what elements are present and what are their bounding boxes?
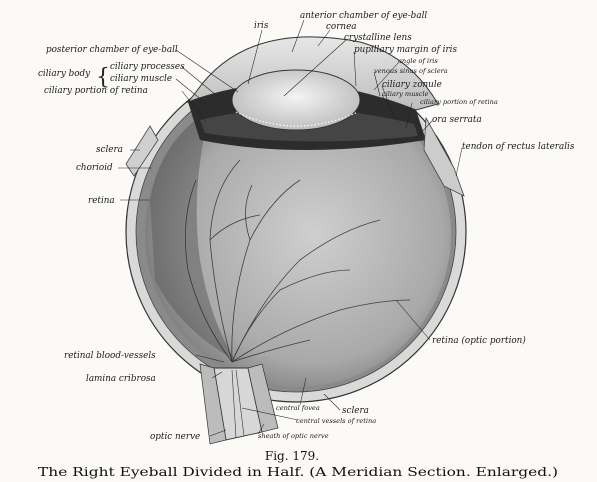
label-sclera-bottom: sclera [342, 406, 369, 416]
label-venous-sinus: venous sinus of sclera [374, 67, 448, 75]
label-ciliary-processes: ciliary processes [110, 62, 185, 72]
label-optic-nerve: optic nerve [150, 432, 200, 442]
label-ciliary-portion-retina-right: ciliary portion of retina [420, 98, 498, 106]
label-crystalline-lens: crystalline lens [344, 33, 412, 43]
label-ciliary-muscle-right: ciliary muscle [382, 90, 429, 98]
label-retina-optic: retina (optic portion) [432, 335, 526, 346]
label-cornea: cornea [326, 22, 357, 32]
label-retina-left: retina [88, 196, 115, 206]
label-ciliary-zonule: ciliary zonule [382, 80, 442, 90]
figure-number: Fig. 179. [265, 449, 319, 463]
label-tendon-rectus: tendon of rectus lateralis [462, 142, 575, 152]
label-retinal-vessels: retinal blood-vessels [64, 351, 156, 361]
label-central-fovea: central fovea [276, 404, 320, 412]
label-anterior-chamber: anterior chamber of eye-ball [300, 11, 427, 21]
label-central-vessels: central vessels of retina [296, 417, 376, 425]
label-sheath-optic-nerve: sheath of optic nerve [258, 432, 329, 440]
label-chorioid: chorioid [76, 163, 113, 173]
label-ciliary-body: ciliary body [38, 69, 91, 79]
crystalline-lens-shape [232, 70, 360, 130]
label-ciliary-portion-retina-left: ciliary portion of retina [44, 86, 148, 96]
label-iris: iris [254, 21, 269, 31]
label-angle-of-iris: angle of iris [398, 57, 438, 65]
label-pupillary-margin: pupillary margin of iris [354, 45, 457, 55]
label-ciliary-muscle-left: ciliary muscle [110, 74, 172, 84]
label-sclera-left: sclera [96, 145, 123, 155]
figure-caption: The Right Eyeball Divided in Half. (A Me… [38, 464, 558, 479]
label-ora-serrata: ora serrata [432, 115, 482, 125]
label-posterior-chamber: posterior chamber of eye-ball [46, 45, 178, 55]
label-lamina-cribrosa: lamina cribrosa [86, 374, 156, 384]
